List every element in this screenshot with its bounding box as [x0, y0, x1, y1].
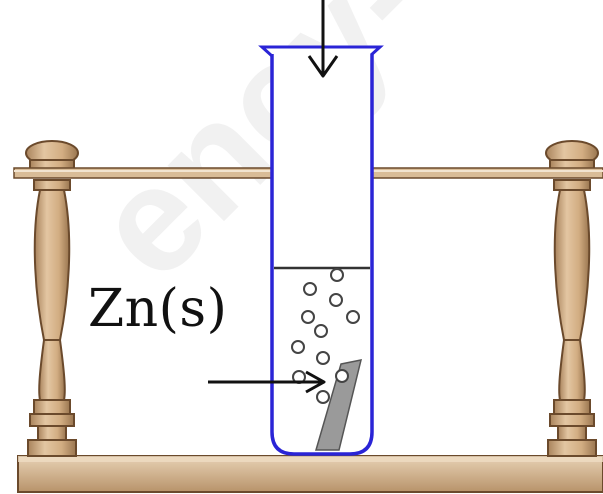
zinc-label: Zn(s) [88, 279, 228, 339]
right-pillar [545, 140, 599, 457]
bubble [346, 310, 360, 324]
bubble [303, 282, 317, 296]
bubble [316, 351, 330, 365]
bubble [335, 369, 349, 383]
bubble [329, 293, 343, 307]
arrow-down-icon [307, 0, 339, 78]
bubble [314, 324, 328, 338]
bubble [330, 268, 344, 282]
bubble [291, 340, 305, 354]
gas-bubbles [291, 268, 360, 404]
stand-base [17, 455, 603, 493]
left-pillar [25, 140, 79, 457]
zinc-strip [315, 359, 363, 451]
bubble [301, 310, 315, 324]
arrow-right-icon [208, 370, 326, 394]
test-tube [258, 45, 384, 456]
bubble [316, 390, 330, 404]
